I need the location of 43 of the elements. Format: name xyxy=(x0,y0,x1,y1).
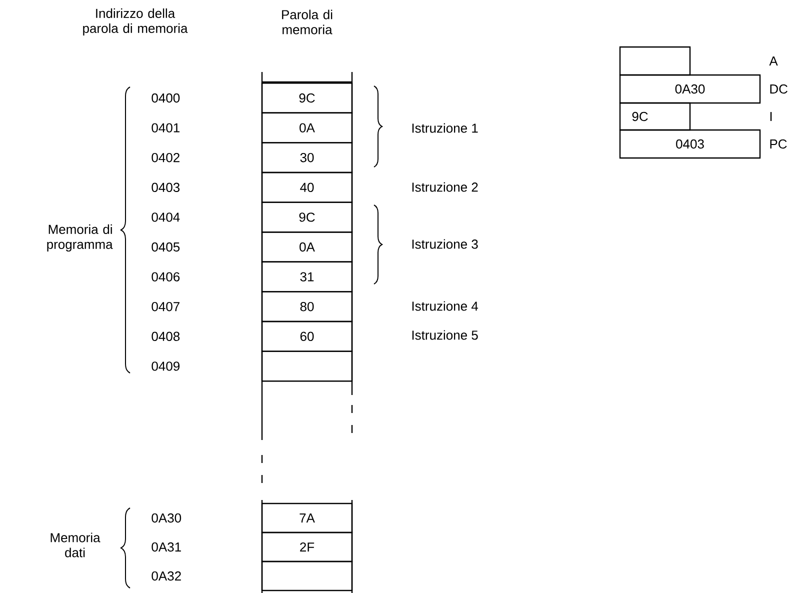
memory-cell: 0A xyxy=(261,112,353,144)
memory-cell: 2F xyxy=(261,532,353,562)
instruction-label: Istruzione 1 xyxy=(412,123,478,133)
instruction-label: Istruzione 3 xyxy=(412,239,478,249)
address-label: 0401 xyxy=(152,123,180,132)
instruction-label: Istruzione 4 xyxy=(412,301,478,311)
address-label: 0404 xyxy=(152,212,180,222)
memory-cell: 40 xyxy=(261,172,353,203)
address-label: 0A32 xyxy=(152,571,181,581)
register-box: 0A30 xyxy=(619,74,761,104)
address-label: 0409 xyxy=(152,362,180,371)
column-heading: Indirizzo della parola di memoria xyxy=(83,8,188,36)
register-box: 9C xyxy=(619,102,691,131)
register-name: I xyxy=(770,112,772,121)
memory-cell xyxy=(261,350,353,382)
address-label: 0405 xyxy=(152,242,180,252)
address-label: 0400 xyxy=(152,93,180,103)
address-label: 0403 xyxy=(152,182,180,192)
register-box xyxy=(619,46,691,76)
memory-cell: 60 xyxy=(261,320,353,352)
memory-cell: 30 xyxy=(261,142,353,174)
memory-cell: 31 xyxy=(261,261,353,292)
memory-cell: 0A xyxy=(261,232,353,262)
register-box: 0403 xyxy=(619,129,761,159)
address-label: 0A31 xyxy=(152,542,181,552)
instruction-label: Istruzione 5 xyxy=(412,330,478,340)
group-label: Memoria di programma xyxy=(47,224,113,252)
address-label: 0407 xyxy=(152,302,180,312)
address-label: 0A30 xyxy=(152,513,182,523)
address-label: 0408 xyxy=(152,332,180,341)
memory-cell: 80 xyxy=(261,291,353,322)
memory-cell xyxy=(261,560,353,592)
column-heading: Parola di memoria xyxy=(282,10,332,34)
register-name: DC xyxy=(770,84,788,94)
group-label: Memoria dati xyxy=(50,532,100,558)
instruction-label: Istruzione 2 xyxy=(412,182,478,192)
register-name: A xyxy=(769,56,778,66)
memory-cell: 9C xyxy=(261,202,353,233)
register-name: PC xyxy=(770,139,787,149)
memory-cell: 9C xyxy=(261,82,353,114)
address-label: 0406 xyxy=(152,272,180,282)
address-label: 0402 xyxy=(152,153,180,162)
memory-cell: 7A xyxy=(261,502,353,534)
